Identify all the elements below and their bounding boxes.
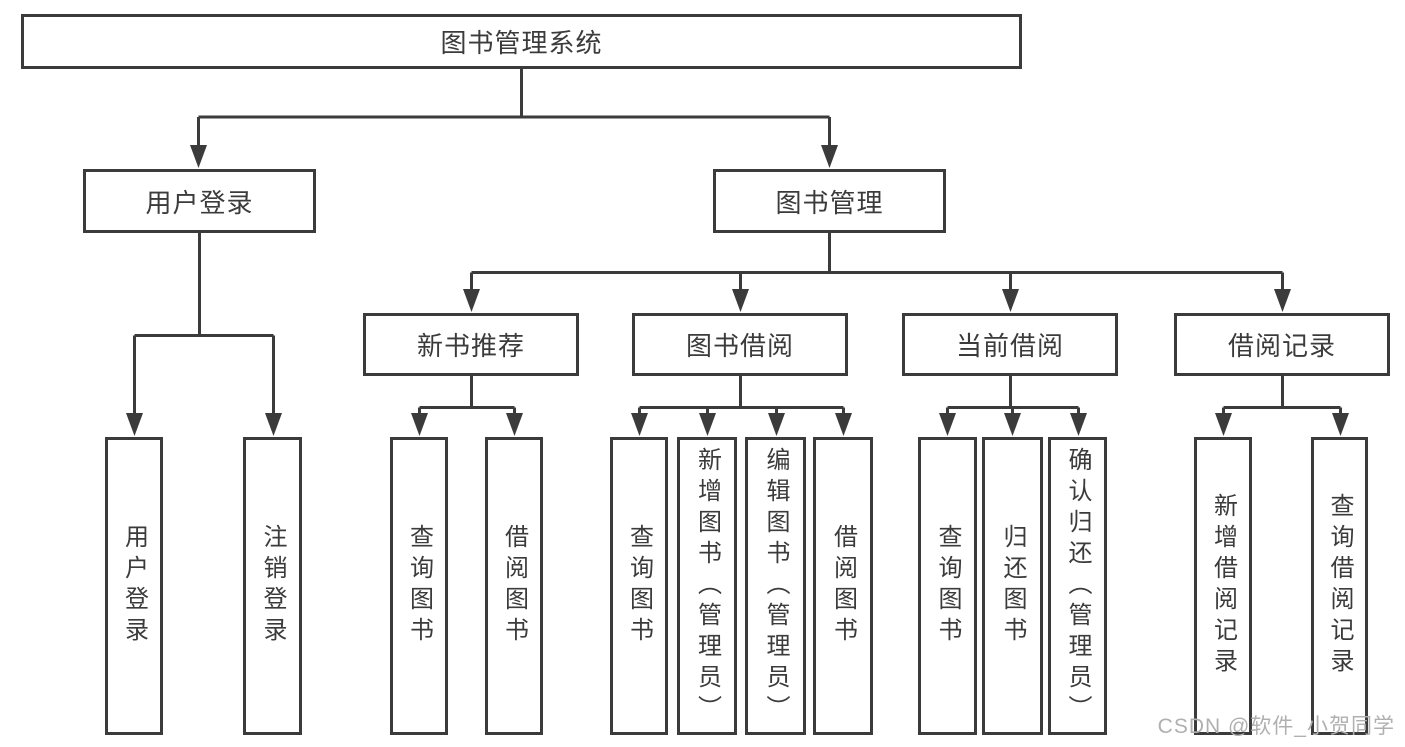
arrowhead-icon xyxy=(939,413,956,436)
leaf-return-books: 归还图书 xyxy=(982,437,1043,735)
arrowhead-icon xyxy=(265,413,282,436)
connector-current-borrowing xyxy=(939,376,1087,436)
leaf-query-borrow-record: 查询借阅记录 xyxy=(1311,437,1368,735)
leaf-label: 查询借阅记录 xyxy=(1326,493,1353,679)
leaf-edit-book-admin: 编辑图书（管理员） xyxy=(745,437,806,735)
node-user-login: 用户登录 xyxy=(83,169,316,233)
leaf-borrow-books-recommend: 借阅图书 xyxy=(485,437,543,735)
arrowhead-icon xyxy=(1274,289,1291,312)
leaf-logout: 注销登录 xyxy=(243,437,302,735)
arrowhead-icon xyxy=(1332,413,1349,436)
connector-new-book-recommendation xyxy=(411,376,523,436)
leaf-borrow-books-borrowing: 借阅图书 xyxy=(813,437,873,735)
leaf-label: 用户登录 xyxy=(120,524,148,648)
leaf-user-login: 用户登录 xyxy=(105,437,163,735)
arrowhead-icon xyxy=(411,413,428,436)
node-new-book-recommendation: 新书推荐 xyxy=(363,313,579,376)
leaf-add-borrow-record: 新增借阅记录 xyxy=(1194,437,1252,735)
arrowhead-icon xyxy=(768,413,785,436)
connector-root xyxy=(190,69,838,168)
leaf-label: 查询图书 xyxy=(934,524,961,648)
leaf-label: 新增图书（管理员） xyxy=(693,446,721,726)
node-book-borrowing: 图书借阅 xyxy=(632,313,848,376)
arrowhead-icon xyxy=(1002,289,1019,312)
node-current-borrowing: 当前借阅 xyxy=(902,313,1118,376)
arrowhead-icon xyxy=(1215,413,1232,436)
connector-borrowing-records xyxy=(1215,376,1349,436)
node-borrowing-records: 借阅记录 xyxy=(1174,313,1390,376)
leaf-add-book-admin: 新增图书（管理员） xyxy=(677,437,737,735)
leaf-label: 归还图书 xyxy=(999,524,1026,648)
connector-book-borrowing xyxy=(631,376,852,436)
leaf-query-books-borrowing: 查询图书 xyxy=(610,437,668,735)
leaf-label: 注销登录 xyxy=(259,524,286,648)
arrowhead-icon xyxy=(463,289,480,312)
node-library-management-system: 图书管理系统 xyxy=(21,14,1022,69)
arrowhead-icon xyxy=(732,289,749,312)
node-book-management: 图书管理 xyxy=(713,169,946,233)
arrowhead-icon xyxy=(126,413,143,436)
connector-book-management xyxy=(463,233,1291,312)
arrowhead-icon xyxy=(631,413,648,436)
arrowhead-icon xyxy=(190,145,207,168)
arrowhead-icon xyxy=(1070,413,1087,436)
arrowhead-icon xyxy=(506,413,523,436)
leaf-confirm-return-admin: 确认归还（管理员） xyxy=(1048,437,1107,735)
arrowhead-icon xyxy=(835,413,852,436)
arrowhead-icon xyxy=(821,145,838,168)
leaf-label: 编辑图书（管理员） xyxy=(762,446,789,726)
leaf-query-books-recommend: 查询图书 xyxy=(390,437,448,735)
leaf-label: 新增借阅记录 xyxy=(1209,493,1237,679)
csdn-watermark: CSDN @软件_小贺同学 xyxy=(1157,715,1395,738)
leaf-query-books-current: 查询图书 xyxy=(918,437,977,735)
leaf-label: 确认归还（管理员） xyxy=(1064,446,1091,726)
arrowhead-icon xyxy=(1004,413,1021,436)
arrowhead-icon xyxy=(699,413,716,436)
leaf-label: 查询图书 xyxy=(405,524,433,648)
leaf-label: 借阅图书 xyxy=(829,524,857,648)
connector-user-login xyxy=(126,233,282,436)
leaf-label: 查询图书 xyxy=(625,524,653,648)
leaf-label: 借阅图书 xyxy=(500,524,528,648)
